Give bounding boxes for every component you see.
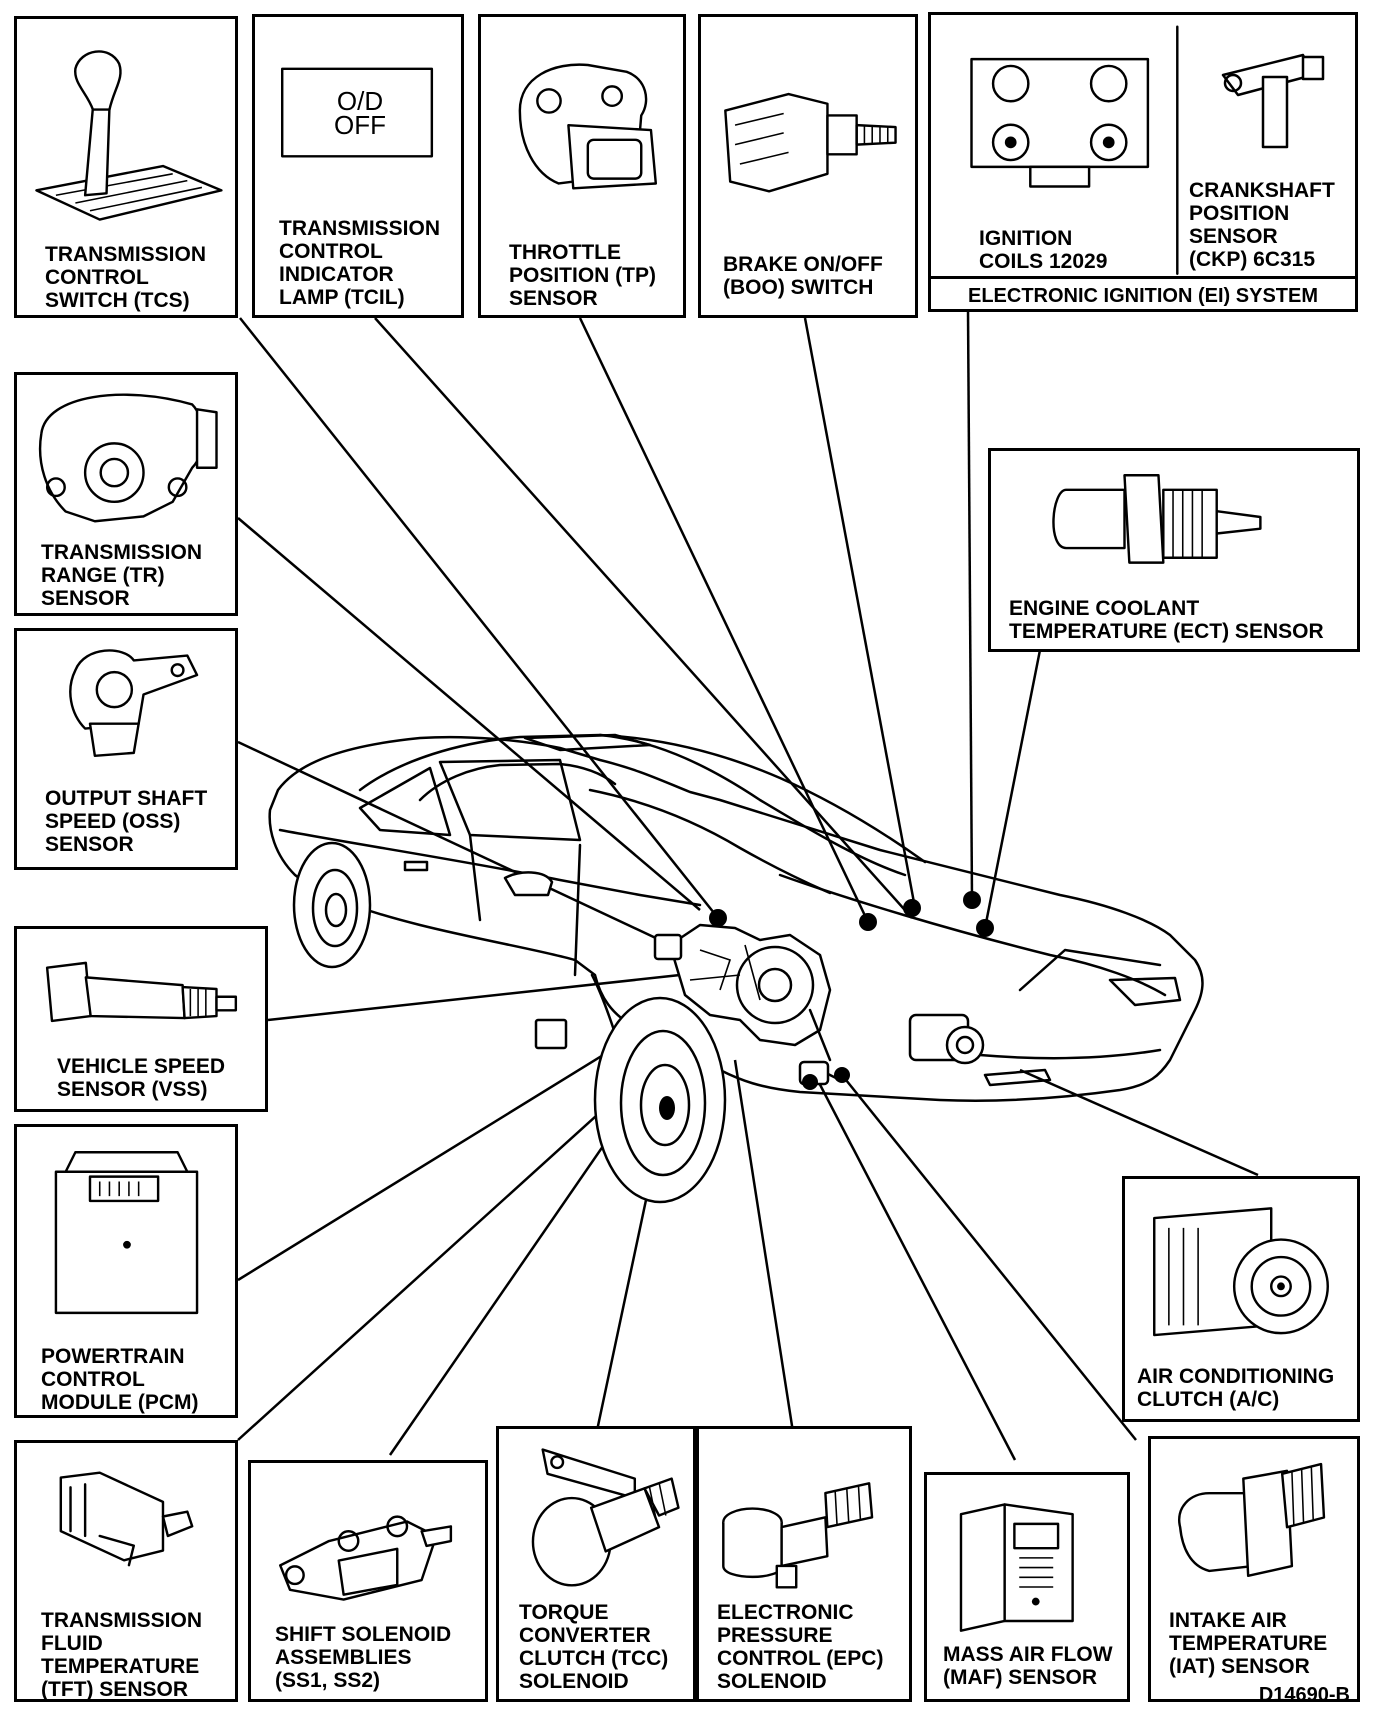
output-shaft-sensor-icon	[69, 649, 199, 758]
ignition-coil-icon	[970, 25, 1179, 275]
iat-label: INTAKE AIR TEMPERATURE (IAT) SENSOR	[1169, 1609, 1328, 1678]
pcm-box: POWERTRAIN CONTROL MODULE (PCM)	[14, 1124, 238, 1418]
tft-box: TRANSMISSION FLUID TEMPERATURE (TFT) SEN…	[14, 1440, 238, 1702]
transaxle-illustration	[653, 923, 832, 1062]
figure-id: D14690-B	[1258, 1684, 1350, 1706]
tft-label: TRANSMISSION FLUID TEMPERATURE (TFT) SEN…	[41, 1609, 203, 1701]
ign-label: IGNITION COILS 12029	[979, 227, 1108, 273]
maf-label: MASS AIR FLOW (MAF) SENSOR	[943, 1643, 1113, 1689]
ect-label: ENGINE COOLANT TEMPERATURE (ECT) SENSOR	[1009, 597, 1324, 643]
vss-box: VEHICLE SPEED SENSOR (VSS)	[14, 926, 268, 1112]
pcm-label: POWERTRAIN CONTROL MODULE (PCM)	[41, 1345, 199, 1414]
iat-box: INTAKE AIR TEMPERATURE (IAT) SENSOR	[1148, 1436, 1360, 1702]
tcc-box: TORQUE CONVERTER CLUTCH (TCC) SOLENOID	[496, 1426, 696, 1702]
ac-box: AIR CONDITIONING CLUTCH (A/C)	[1122, 1176, 1360, 1422]
brake-switch-icon	[724, 92, 897, 193]
vehicle-speed-sensor-icon	[45, 961, 238, 1023]
boo-box: BRAKE ON/OFF (BOO) SWITCH	[698, 14, 918, 318]
tcs-box: TRANSMISSION CONTROL SWITCH (TCS)	[14, 16, 238, 318]
ei-box: IGNITION COILS 12029 CRANKSHAFT POSITION…	[928, 12, 1358, 312]
tp-label: THROTTLE POSITION (TP) SENSOR	[509, 241, 656, 310]
ac-label: AIR CONDITIONING CLUTCH (A/C)	[1137, 1365, 1335, 1411]
ss-label: SHIFT SOLENOID ASSEMBLIES (SS1, SS2)	[275, 1623, 452, 1692]
ss-box: SHIFT SOLENOID ASSEMBLIES (SS1, SS2)	[248, 1460, 488, 1702]
lamp-text-line1: O/D	[336, 86, 384, 116]
pcm-module-icon	[54, 1151, 199, 1315]
boo-label: BRAKE ON/OFF (BOO) SWITCH	[723, 253, 883, 299]
coolant-sensor-icon	[1052, 474, 1262, 564]
oss-label: OUTPUT SHAFT SPEED (OSS) SENSOR	[45, 787, 208, 856]
epc-solenoid-icon	[722, 1482, 874, 1589]
indicator-lamp-icon	[280, 67, 434, 158]
shift-lever-icon	[35, 50, 223, 221]
tcc-solenoid-icon	[531, 1448, 680, 1587]
oss-box: OUTPUT SHAFT SPEED (OSS) SENSOR	[14, 628, 238, 870]
ckp-label: CRANKSHAFT POSITION SENSOR (CKP) 6C315	[1189, 179, 1335, 271]
tcil-box: O/D OFF TRANSMISSION CONTROL INDICATOR L…	[252, 14, 464, 318]
connection-dots	[709, 891, 994, 1090]
fluid-temp-sensor-icon	[59, 1471, 194, 1567]
car-body	[268, 733, 1204, 1204]
epc-box: ELECTRONIC PRESSURE CONTROL (EPC) SOLENO…	[696, 1426, 912, 1702]
vss-label: VEHICLE SPEED SENSOR (VSS)	[57, 1055, 226, 1101]
epc-label: ELECTRONIC PRESSURE CONTROL (EPC) SOLENO…	[717, 1601, 884, 1693]
tcc-label: TORQUE CONVERTER CLUTCH (TCC) SOLENOID	[519, 1601, 669, 1693]
intake-air-temp-icon	[1178, 1462, 1326, 1578]
ect-box: ENGINE COOLANT TEMPERATURE (ECT) SENSOR	[988, 448, 1360, 652]
ac-compressor-illustration	[908, 1013, 985, 1065]
mass-air-flow-icon	[959, 1503, 1074, 1632]
ac-clutch-icon	[1153, 1207, 1329, 1337]
tcs-label: TRANSMISSION CONTROL SWITCH (TCS)	[45, 243, 207, 312]
shift-solenoid-icon	[279, 1515, 453, 1601]
maf-box: MASS AIR FLOW (MAF) SENSOR	[924, 1472, 1130, 1702]
ei-system-label: ELECTRONIC IGNITION (EI) SYSTEM	[928, 276, 1358, 313]
tr-label: TRANSMISSION RANGE (TR) SENSOR	[41, 541, 203, 610]
tr-box: TRANSMISSION RANGE (TR) SENSOR	[14, 372, 238, 616]
tcil-label: TRANSMISSION CONTROL INDICATOR LAMP (TCI…	[279, 217, 441, 309]
tp-box: THROTTLE POSITION (TP) SENSOR	[478, 14, 686, 318]
lamp-text-line2: OFF	[334, 110, 386, 140]
range-sensor-icon	[38, 393, 218, 523]
throttle-sensor-icon	[518, 63, 658, 190]
crankshaft-sensor-icon	[1221, 53, 1325, 149]
